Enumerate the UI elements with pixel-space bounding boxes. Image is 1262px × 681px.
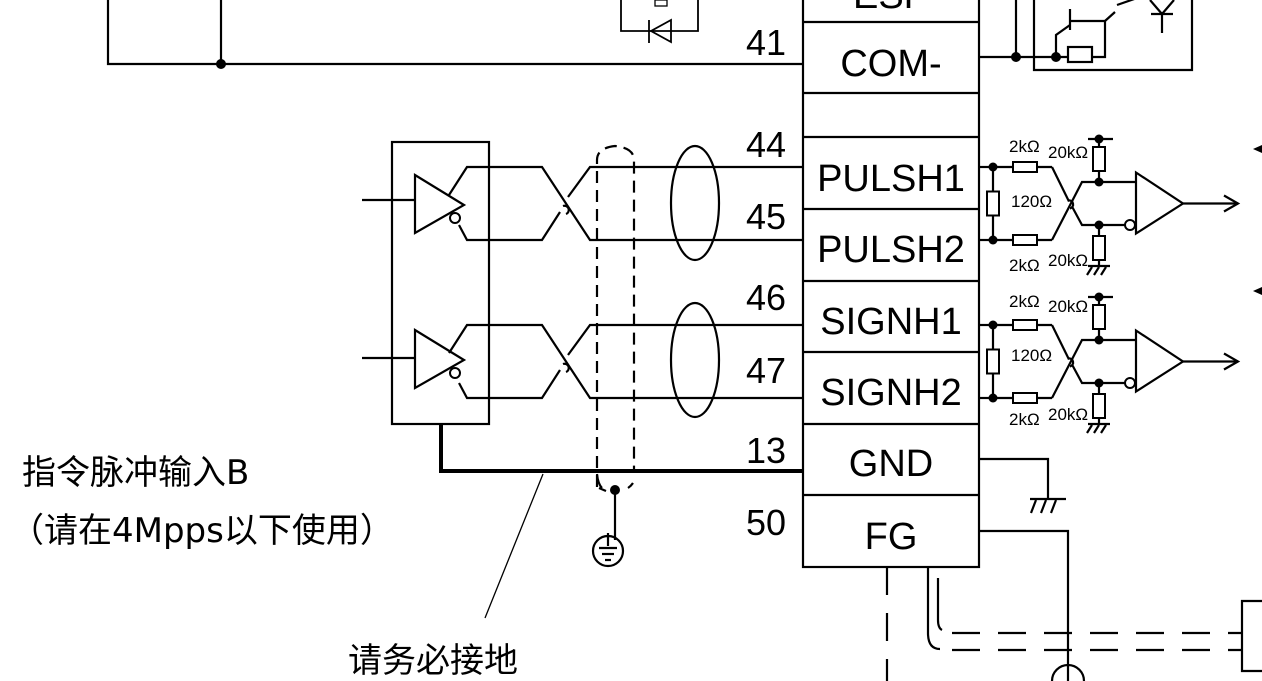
- pin-signal-pulsh2: PULSH2: [817, 229, 965, 271]
- resistor-icon: [1012, 234, 1038, 246]
- fg-wiring: [885, 529, 1262, 681]
- ground-icon: [1086, 424, 1093, 434]
- resistor-label-2k-top: 2kΩ: [1009, 292, 1040, 311]
- inverter-bubble-icon: [1124, 219, 1136, 231]
- ground-icon: [1093, 424, 1100, 434]
- title-line1: 指令脉冲输入B: [22, 453, 249, 493]
- pin-signal-gnd: GND: [849, 443, 933, 485]
- arrowhead-icon: [1253, 287, 1262, 295]
- resistor-icon: [1092, 235, 1106, 261]
- junction-dot: [1094, 134, 1104, 144]
- wire-hop: [1067, 357, 1075, 368]
- resistor-label-120: 120Ω: [1011, 192, 1052, 211]
- cable-shield: [595, 144, 636, 540]
- leader-line: [484, 473, 544, 619]
- pin-number-13: 13: [746, 430, 786, 471]
- ground-icon: [1100, 266, 1107, 276]
- arrow-icon: [1223, 194, 1241, 213]
- ground-icon: [1093, 266, 1100, 276]
- title-line2: （请在4Mpps以下使用）: [10, 511, 394, 551]
- connector-block: [801, 0, 981, 569]
- ground-note: 请务必接地: [348, 641, 518, 681]
- pin-signal-fg: FG: [865, 516, 918, 558]
- wire: [1051, 166, 1070, 202]
- comparator-icon: [1134, 170, 1186, 236]
- arrowhead-icon: [1253, 145, 1262, 153]
- pin-signal-signh2: SIGNH2: [820, 372, 961, 414]
- optocoupler-icon: [979, 0, 1194, 72]
- pin-signal-com-minus: COM-: [840, 43, 941, 85]
- resistor-icon: [986, 348, 1000, 375]
- pin-number-47: 47: [746, 350, 786, 391]
- resistor-icon: [1012, 319, 1038, 331]
- pin-number-44: 44: [746, 124, 786, 165]
- pin-number-50: 50: [746, 502, 786, 543]
- diode-icon: [620, 0, 699, 44]
- resistor-label-20k-bottom: 20kΩ: [1048, 251, 1088, 270]
- wire: [1051, 180, 1136, 241]
- wire-hop: [1067, 199, 1075, 210]
- wire: [1071, 363, 1136, 385]
- wire: [1051, 324, 1070, 360]
- chassis-ground-icon: [979, 457, 1066, 514]
- ground-icon: [1086, 266, 1093, 276]
- resistor-label-20k-bottom: 20kΩ: [1048, 405, 1088, 424]
- inverter-bubble-icon: [1124, 377, 1136, 389]
- resistor-label-120: 120Ω: [1011, 346, 1052, 365]
- ground-icon: [1100, 424, 1107, 434]
- wire: [1071, 205, 1136, 227]
- resistor-icon: [1012, 392, 1038, 404]
- protective-earth-icon: [591, 533, 625, 568]
- pin-number-46: 46: [746, 277, 786, 318]
- resistor-label-2k-top: 2kΩ: [1009, 137, 1040, 156]
- pin-signal-signh1: SIGNH1: [820, 301, 961, 343]
- resistor-icon: [1092, 146, 1106, 172]
- twisted-pair-icon: [669, 144, 721, 262]
- line-driver-box: [362, 140, 803, 426]
- resistor-icon: [1092, 393, 1106, 419]
- resistor-label-20k-top: 20kΩ: [1048, 143, 1088, 162]
- wire: [1051, 338, 1136, 399]
- resistor-icon: [1092, 304, 1106, 330]
- junction-dot: [1094, 292, 1104, 302]
- sign-receiver-circuit: [979, 292, 1241, 434]
- pulse-receiver-circuit: [979, 134, 1241, 276]
- gnd-wire: [439, 424, 803, 473]
- twisted-pair-icon: [669, 301, 721, 419]
- resistor-label-2k-bottom: 2kΩ: [1009, 256, 1040, 275]
- arrow-icon: [1223, 352, 1241, 371]
- pin-number-41: 41: [746, 22, 786, 63]
- comparator-icon: [1134, 328, 1186, 394]
- resistor-label-20k-top: 20kΩ: [1048, 297, 1088, 316]
- resistor-label-2k-bottom: 2kΩ: [1009, 410, 1040, 429]
- pin-signal-esp: ESP: [853, 0, 929, 17]
- com-minus-wiring: [106, 0, 803, 69]
- resistor-icon: [986, 190, 1000, 217]
- pin-signal-pulsh1: PULSH1: [817, 158, 965, 200]
- resistor-icon: [1012, 161, 1038, 173]
- pin-number-45: 45: [746, 196, 786, 237]
